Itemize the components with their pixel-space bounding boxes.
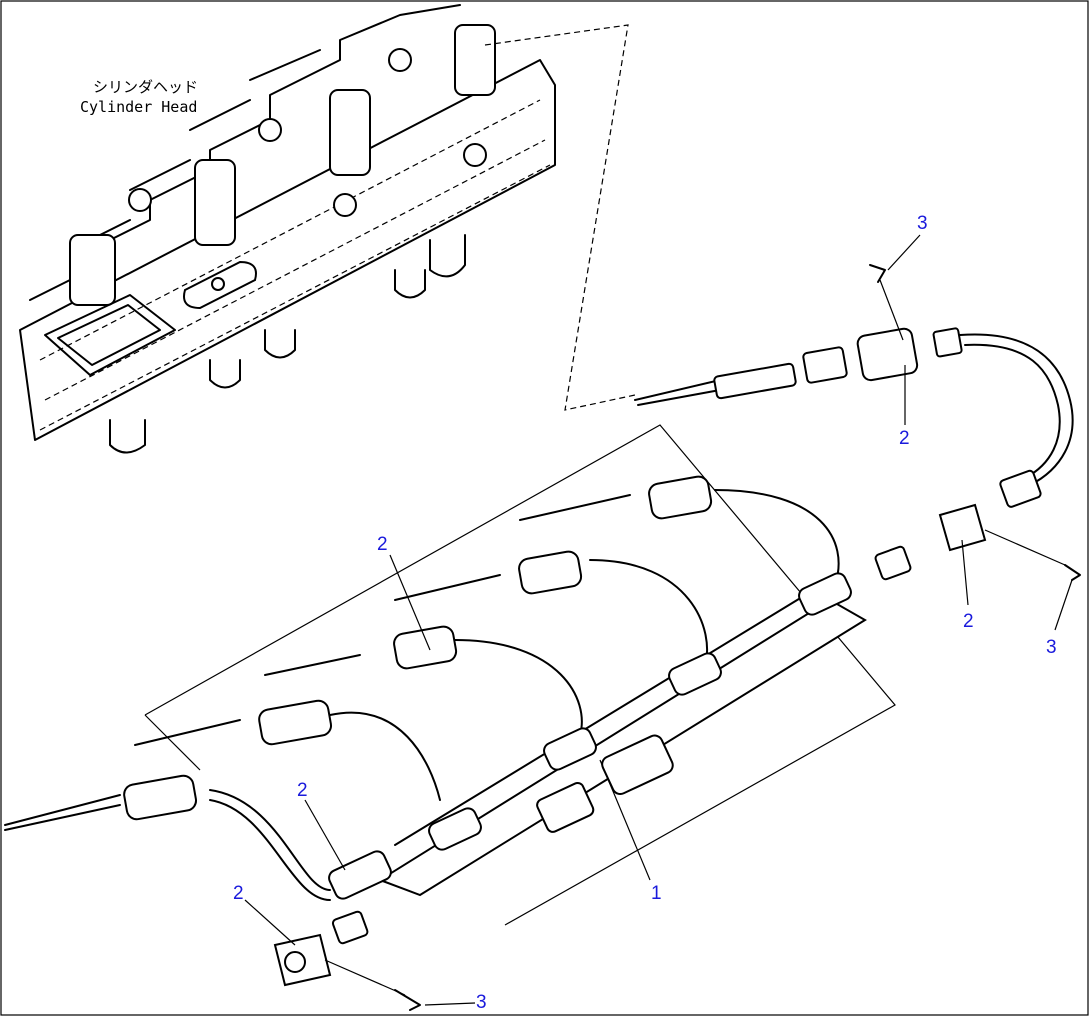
callout-2-lower-left: 2 [233,883,244,904]
callout-2-mid-left: 2 [297,780,308,801]
callout-3-bottom: 3 [476,992,487,1013]
detail-injector-line [634,264,1081,581]
cylinder-head-drawing [19,4,556,454]
callout-3-top: 3 [917,213,928,234]
leader-lines [244,234,1073,1006]
fuel-rail-assembly [4,424,896,1011]
head-label-en: Cylinder Head [80,98,197,116]
detail-view-leader [484,24,636,411]
head-label-jp: シリンダヘッド [93,78,198,96]
callout-2-upper-left: 2 [377,534,388,555]
callout-1: 1 [651,883,662,904]
callout-2-right: 2 [963,611,974,632]
callout-3-right: 3 [1046,637,1057,658]
callout-2-upper-right: 2 [899,428,910,449]
